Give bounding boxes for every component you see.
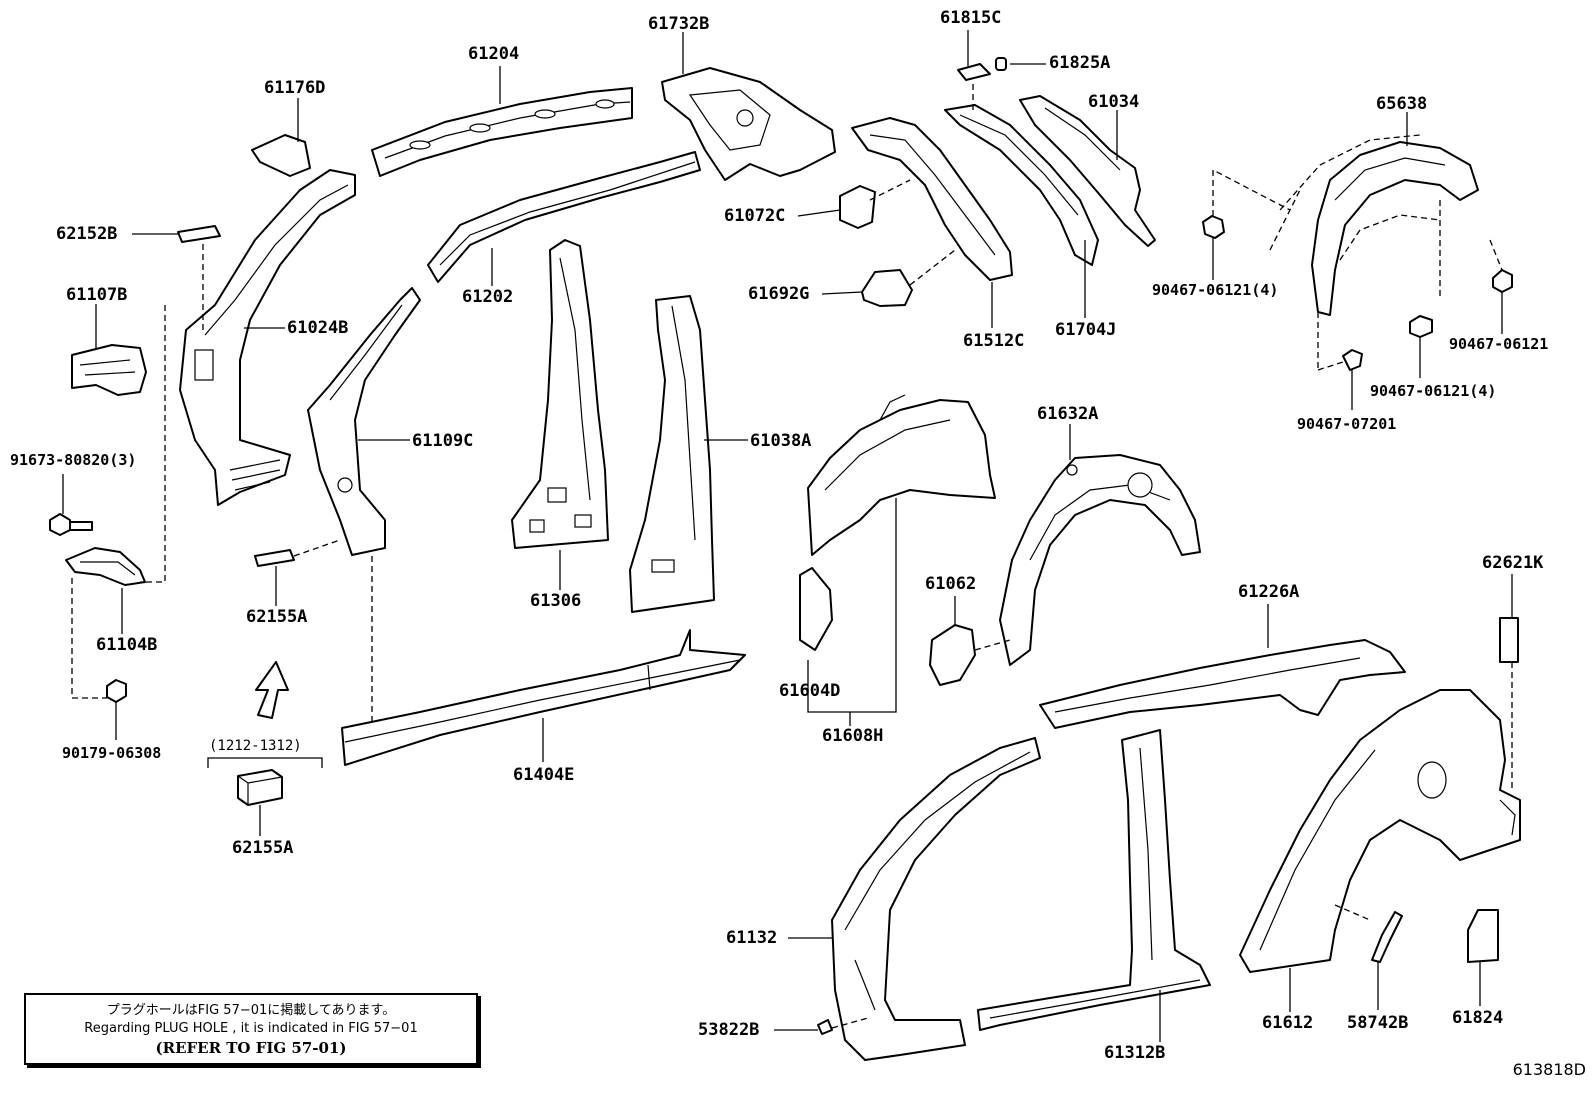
part-61404E-rocker	[341, 629, 746, 766]
label-61824: 61824	[1452, 1008, 1504, 1028]
label-61825A: 61825A	[1049, 53, 1111, 73]
bolt-91673-80820	[49, 513, 93, 536]
label-90467-06121: 90467-06121	[1449, 335, 1549, 353]
label-62155A-b: 62155A	[232, 838, 294, 858]
nut-90179-06308	[106, 679, 127, 703]
label-61109C: 61109C	[412, 431, 474, 451]
part-61608H-wheelhouse	[807, 394, 996, 556]
label-61608H: 61608H	[822, 726, 884, 746]
label-61072C: 61072C	[724, 206, 786, 226]
part-61312B	[977, 729, 1211, 1031]
part-65638-wheel-liner	[1269, 134, 1479, 316]
assembly-dashed-lines	[71, 84, 1513, 1029]
part-61612-quarter-panel	[1239, 689, 1521, 973]
label-90467-06121-4a: 90467-06121(4)	[1152, 281, 1279, 299]
part-61072C	[839, 185, 876, 229]
part-61202	[427, 151, 701, 283]
label-90179-06308: 90179-06308	[62, 744, 162, 762]
label-61612: 61612	[1262, 1013, 1314, 1033]
label-62152B: 62152B	[56, 224, 118, 244]
part-61132	[831, 737, 1041, 1061]
part-61824	[1467, 909, 1499, 963]
part-61704J	[944, 104, 1099, 266]
part-61512C	[851, 117, 1013, 281]
part-61034	[1019, 95, 1156, 247]
plug-hole-note: プラグホールはFIG 57−01に掲載してあります。 Regarding PLU…	[24, 993, 478, 1065]
part-61732B	[661, 67, 836, 181]
nut-90467-06121-b	[1492, 269, 1513, 293]
part-61176D	[251, 134, 311, 177]
part-61109C	[307, 287, 421, 556]
clip-53822B	[817, 1019, 833, 1035]
part-61226A	[1039, 639, 1406, 729]
label-61604D: 61604D	[779, 681, 841, 701]
label-53822B: 53822B	[698, 1020, 760, 1040]
part-61815C	[957, 63, 991, 81]
part-62155A-a	[254, 549, 295, 567]
label-90467-07201: 90467-07201	[1297, 415, 1397, 433]
label-65638: 65638	[1376, 94, 1428, 114]
label-61038A: 61038A	[750, 431, 812, 451]
part-62155A-b-block	[237, 769, 283, 806]
label-61692G: 61692G	[748, 284, 810, 304]
label-61632A: 61632A	[1037, 404, 1099, 424]
direction-arrow	[255, 661, 289, 719]
part-61632A	[999, 454, 1201, 666]
label-61732B: 61732B	[648, 14, 710, 34]
note-line-3: (REFER TO FIG 57-01)	[155, 1039, 347, 1057]
part-61107B	[71, 344, 147, 396]
label-61062: 61062	[925, 574, 977, 594]
part-61062	[929, 624, 976, 686]
label-61815C: 61815C	[940, 8, 1002, 28]
label-58742B: 58742B	[1347, 1013, 1409, 1033]
part-61825A	[995, 57, 1007, 71]
part-61104B	[65, 547, 146, 586]
part-61204-roof-rail	[371, 87, 633, 177]
label-91673-80820: 91673-80820(3)	[10, 451, 137, 469]
clip-90467-07201	[1342, 349, 1363, 371]
label-61034: 61034	[1088, 92, 1140, 112]
figure-number: 613818D	[1512, 1060, 1586, 1079]
label-61202: 61202	[462, 287, 514, 307]
part-58742B	[1371, 911, 1403, 963]
nut-90467-06121-a	[1202, 215, 1225, 239]
note-line-2: Regarding PLUG HOLE , it is indicated in…	[84, 1021, 418, 1036]
label-62621K: 62621K	[1482, 553, 1544, 573]
label-date-range: (1212-1312)	[209, 738, 302, 754]
part-62152B	[177, 225, 221, 243]
label-90467-06121-4b: 90467-06121(4)	[1370, 382, 1497, 400]
label-61306: 61306	[530, 591, 582, 611]
part-61306-center-pillar	[511, 239, 609, 549]
part-62621K	[1499, 617, 1519, 663]
label-61024B: 61024B	[287, 318, 349, 338]
label-61176D: 61176D	[264, 78, 326, 98]
nut-90467-06121-c	[1409, 315, 1433, 338]
label-62155A-a: 62155A	[246, 607, 308, 627]
label-61512C: 61512C	[963, 331, 1025, 351]
label-61404E: 61404E	[513, 765, 575, 785]
label-61107B: 61107B	[66, 285, 128, 305]
part-61038A	[629, 295, 715, 613]
label-61704J: 61704J	[1055, 320, 1117, 340]
part-61692G	[861, 269, 913, 307]
part-61604D	[799, 567, 833, 651]
label-61312B: 61312B	[1104, 1043, 1166, 1063]
note-line-1: プラグホールはFIG 57−01に掲載してあります。	[106, 1003, 396, 1018]
label-61132: 61132	[726, 928, 778, 948]
label-61104B: 61104B	[96, 635, 158, 655]
label-61204: 61204	[468, 44, 520, 64]
label-61226A: 61226A	[1238, 582, 1300, 602]
part-61024B-front-pillar	[179, 169, 356, 506]
leader-lines	[62, 30, 1513, 1042]
